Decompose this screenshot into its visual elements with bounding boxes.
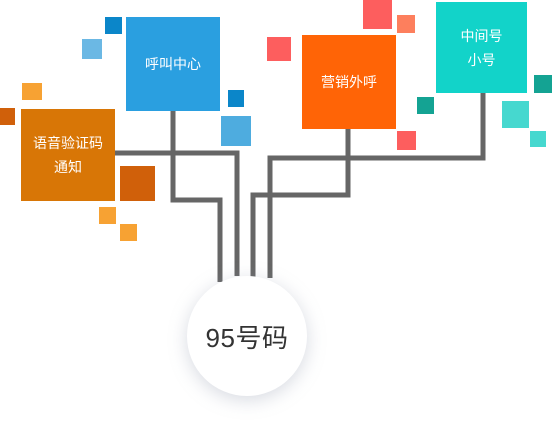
decor-square bbox=[221, 116, 251, 146]
decor-square bbox=[397, 15, 415, 33]
node-call-center-line1: 呼叫中心 bbox=[145, 56, 201, 72]
decor-square bbox=[120, 224, 137, 241]
decor-square bbox=[502, 101, 529, 128]
node-middle-number-line2: 小号 bbox=[467, 51, 496, 68]
decor-square bbox=[99, 207, 116, 224]
decor-square bbox=[228, 90, 244, 107]
decor-square bbox=[397, 131, 416, 150]
decor-square bbox=[105, 17, 122, 34]
decor-square bbox=[417, 97, 434, 114]
decor-square bbox=[0, 108, 15, 125]
node-marketing-call: 营销外呼 bbox=[302, 35, 396, 129]
decor-square bbox=[82, 39, 102, 59]
connector-call-center bbox=[170, 111, 223, 282]
connector-middle-number bbox=[267, 92, 486, 278]
connector-voice-code bbox=[114, 150, 240, 276]
decor-square bbox=[530, 131, 546, 147]
decor-square bbox=[267, 37, 291, 61]
node-middle-number: 中间号 小号 bbox=[436, 2, 527, 93]
node-voice-code: 语音验证码 通知 bbox=[21, 109, 115, 201]
node-voice-code-line1: 语音验证码 bbox=[33, 135, 103, 151]
connector-marketing-call bbox=[250, 128, 351, 280]
hub-circle: 95号码 bbox=[187, 276, 307, 396]
decor-square bbox=[22, 83, 42, 100]
decor-square bbox=[363, 0, 392, 29]
decor-square bbox=[534, 75, 552, 93]
node-middle-number-line1: 中间号 bbox=[460, 27, 503, 44]
decor-square bbox=[120, 166, 155, 201]
hub-label: 95号码 bbox=[205, 322, 289, 353]
node-voice-code-line2: 通知 bbox=[54, 159, 82, 175]
node-marketing-call-line1: 营销外呼 bbox=[321, 74, 377, 90]
node-call-center: 呼叫中心 bbox=[126, 17, 220, 111]
